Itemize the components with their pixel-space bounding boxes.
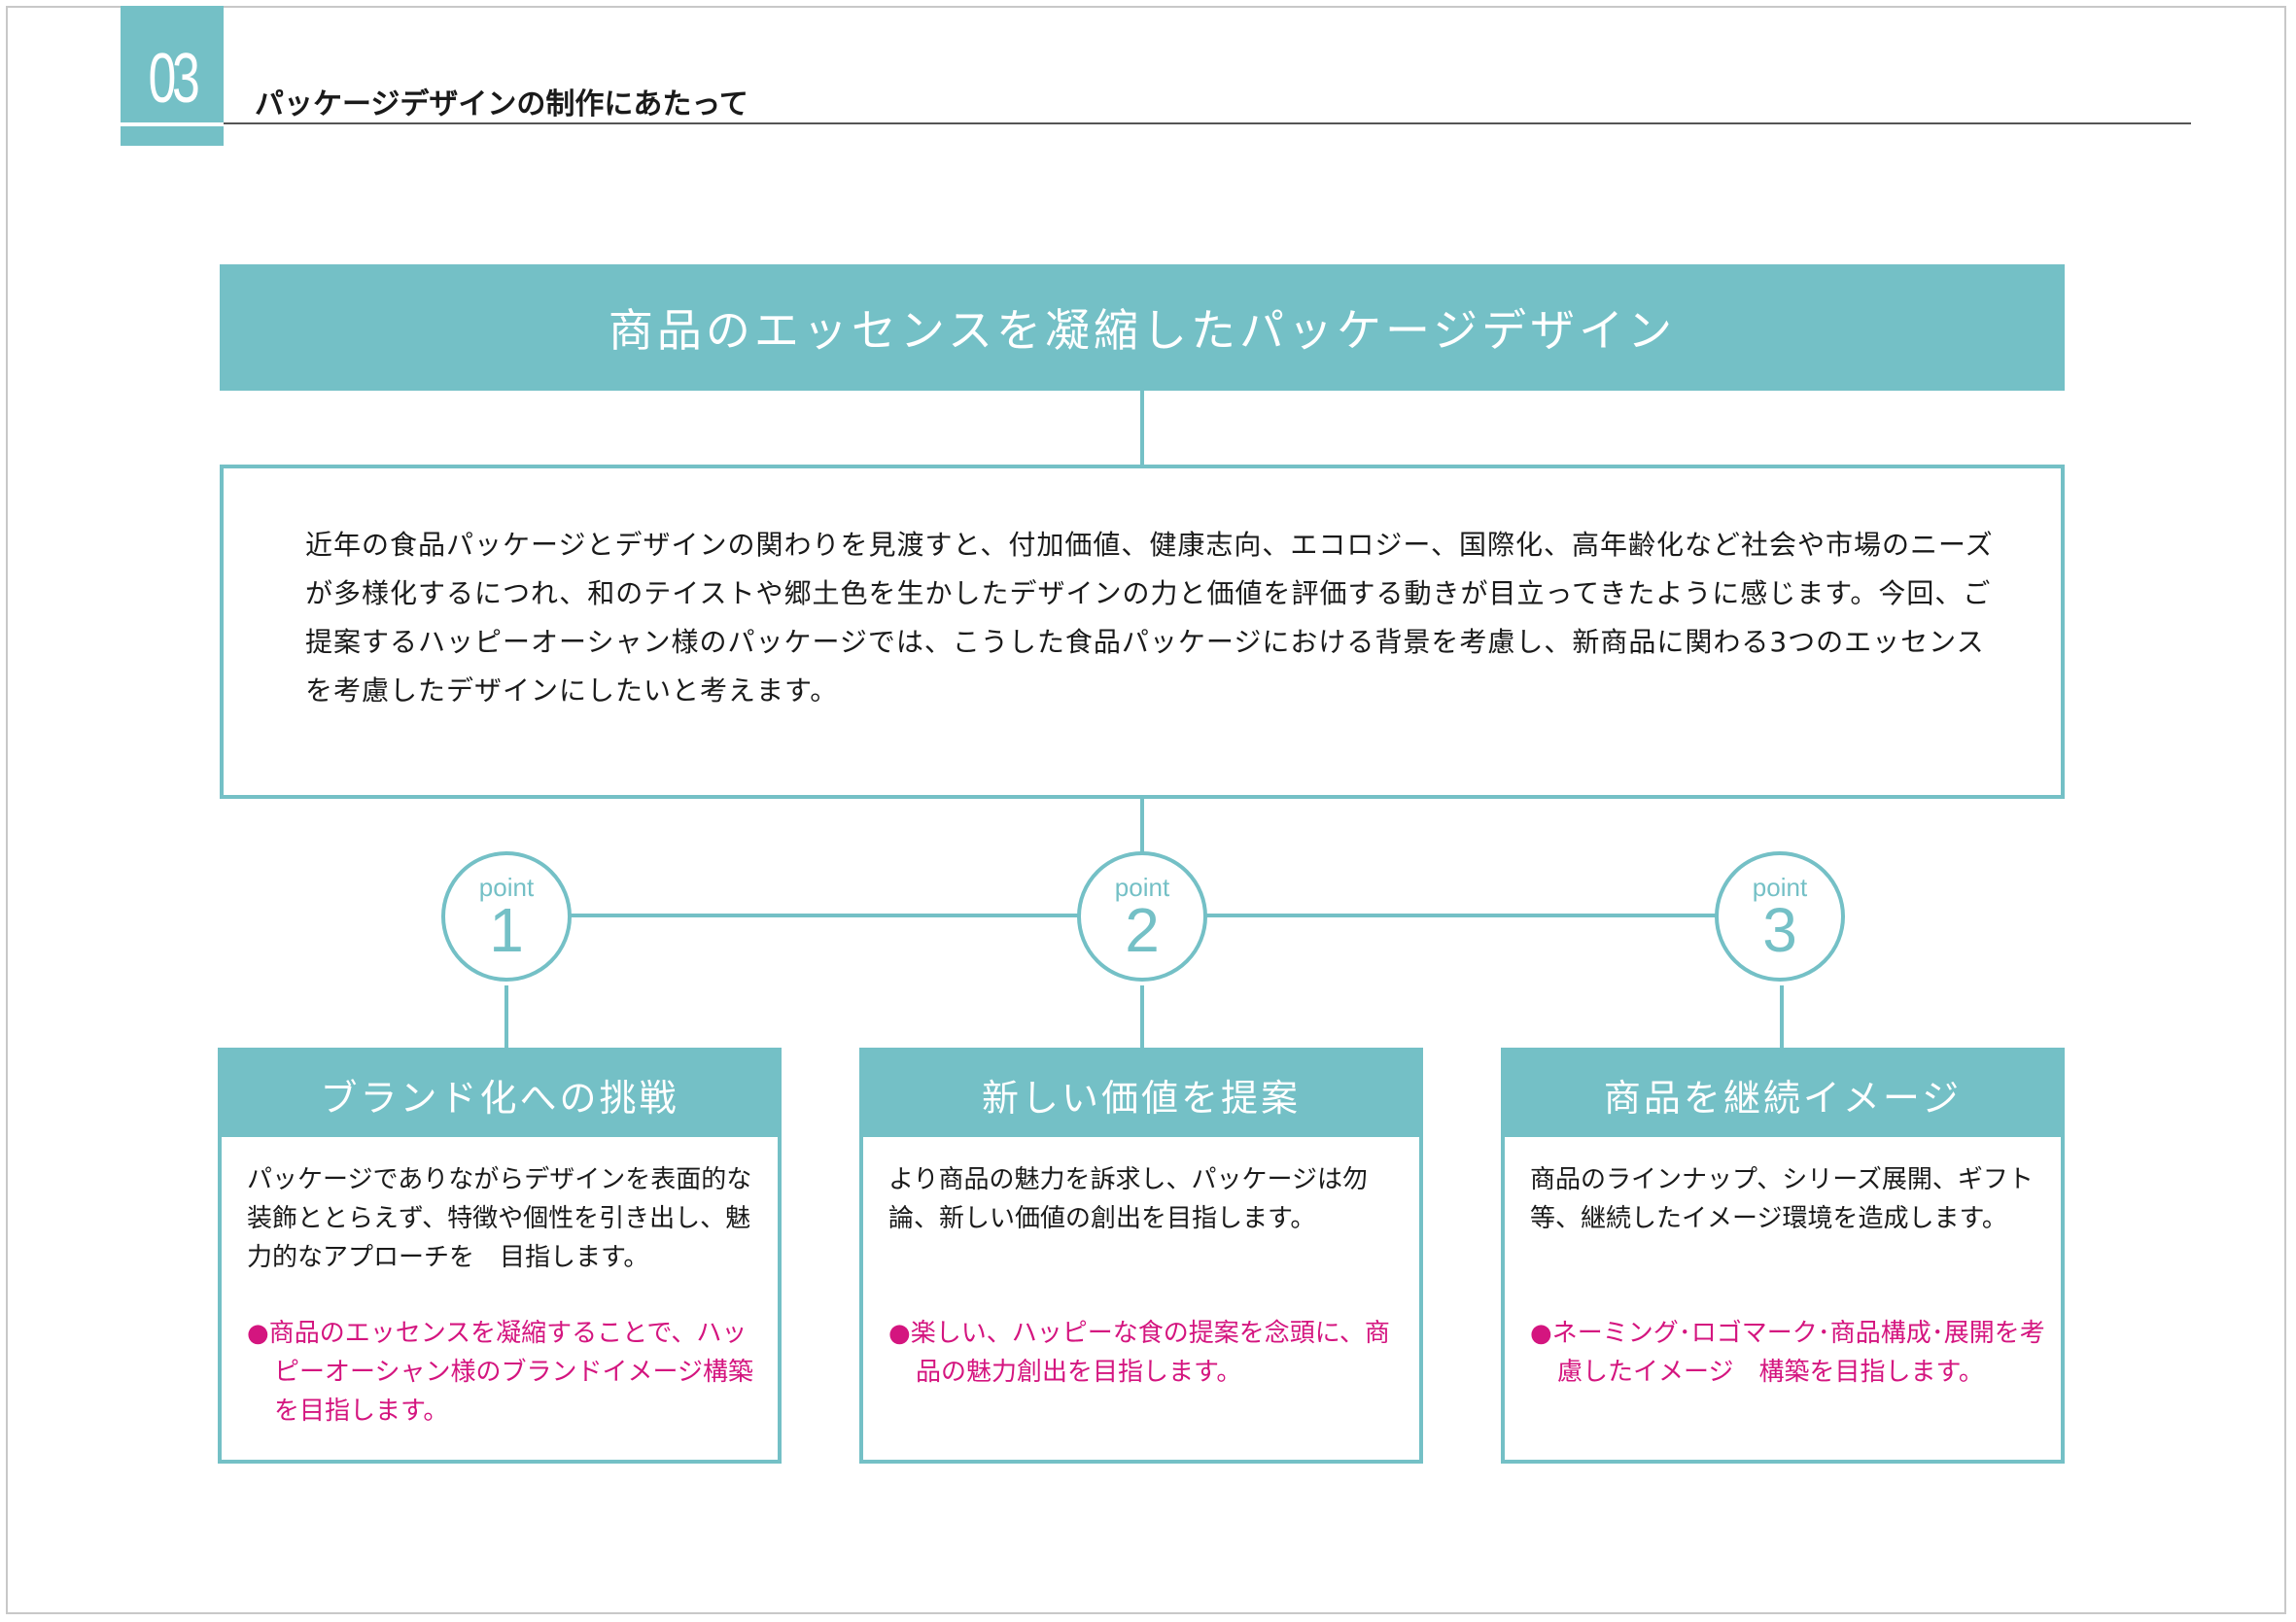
- card-note: ●ネーミング･ロゴマーク･商品構成･展開を考慮したイメージ 構築を目指します。: [1530, 1314, 2045, 1392]
- card-note-text: ネーミング･ロゴマーク･商品構成･展開を考慮したイメージ 構築を目指します。: [1551, 1319, 2045, 1387]
- point-3-badge: point 3: [1715, 851, 1845, 982]
- section-number: 03: [148, 40, 199, 118]
- card-note: ●楽しい、ハッピーな食の提案を念頭に、商品の魅力創出を目指します。: [888, 1314, 1404, 1392]
- headline-banner: 商品のエッセンスを凝縮したパッケージデザイン: [220, 264, 2065, 391]
- intro-box: 近年の食品パッケージとデザインの関わりを見渡すと、付加価値、健康志向、エコロジー…: [220, 465, 2065, 799]
- connector-intro-points: [1140, 799, 1144, 859]
- section-tab-stripe: [121, 122, 224, 126]
- card-note: ●商品のエッセンスを凝縮することで、ハッピーオーシャン様のブランドイメージ構築を…: [247, 1314, 762, 1431]
- connector-point-3-card: [1780, 985, 1784, 1048]
- point-number: 1: [489, 895, 524, 965]
- card-title: ブランド化への挑戦: [222, 1052, 778, 1137]
- connector-point-1-card: [504, 985, 508, 1048]
- filled-circle-icon: ●: [247, 1319, 269, 1348]
- card-body: 商品のラインナップ、シリーズ展開、ギフト等、継続したイメージ環境を造成します。: [1530, 1165, 2034, 1233]
- card-note-text: 楽しい、ハッピーな食の提案を念頭に、商品の魅力創出を目指します。: [910, 1319, 1390, 1387]
- section-number-tab: 03: [121, 6, 224, 146]
- point-label: point: [1752, 873, 1808, 902]
- filled-circle-icon: ●: [1530, 1319, 1552, 1348]
- card-title: 新しい価値を提案: [863, 1052, 1419, 1137]
- point-2-badge: point 2: [1077, 851, 1207, 982]
- card-note-text: 商品のエッセンスを凝縮することで、ハッピーオーシャン様のブランドイメージ構築を目…: [268, 1319, 753, 1426]
- card-branding: ブランド化への挑戦 パッケージでありながらデザインを表面的な装飾ととらえず、特徴…: [218, 1048, 782, 1464]
- filled-circle-icon: ●: [888, 1319, 911, 1348]
- card-body: パッケージでありながらデザインを表面的な装飾ととらえず、特徴や個性を引き出し、魅…: [247, 1165, 752, 1272]
- point-label: point: [1114, 873, 1170, 902]
- connector-headline-intro: [1140, 391, 1144, 465]
- point-1-badge: point 1: [441, 851, 572, 982]
- card-title: 商品を継続イメージ: [1505, 1052, 2061, 1137]
- section-rule: [224, 122, 2191, 124]
- section-title: パッケージデザインの制作にあたって: [255, 87, 748, 121]
- headline-text: 商品のエッセンスを凝縮したパッケージデザイン: [608, 304, 1677, 357]
- card-new-value: 新しい価値を提案 より商品の魅力を訴求し、パッケージは勿論、新しい価値の創出を目…: [859, 1048, 1423, 1464]
- point-number: 2: [1125, 895, 1160, 965]
- intro-text: 近年の食品パッケージとデザインの関わりを見渡すと、付加価値、健康志向、エコロジー…: [305, 529, 1994, 707]
- point-label: point: [478, 873, 535, 902]
- point-number: 3: [1762, 895, 1797, 965]
- card-continuity: 商品を継続イメージ 商品のラインナップ、シリーズ展開、ギフト等、継続したイメージ…: [1501, 1048, 2065, 1464]
- connector-point-2-card: [1140, 985, 1144, 1048]
- card-body: より商品の魅力を訴求し、パッケージは勿論、新しい価値の創出を目指します。: [888, 1165, 1368, 1233]
